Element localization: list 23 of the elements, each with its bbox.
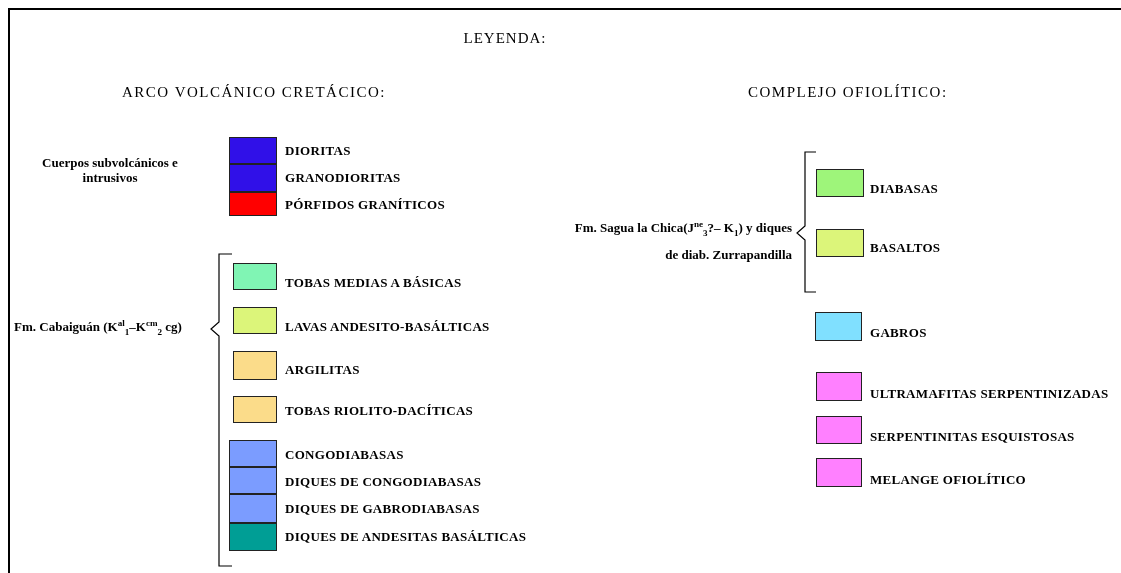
legend-label: ULTRAMAFITAS SERPENTINIZADAS bbox=[870, 386, 1109, 402]
legend-label: DIQUES DE CONGODIABASAS bbox=[285, 474, 482, 490]
legend-label: GABROS bbox=[870, 325, 927, 341]
legend-label: BASALTOS bbox=[870, 240, 941, 256]
legend-label: GRANODIORITAS bbox=[285, 170, 401, 186]
legend-label: CONGODIABASAS bbox=[285, 447, 404, 463]
legend-title: LEYENDA: bbox=[462, 30, 548, 47]
group-label: Cuerpos subvolcánicos e intrusivos bbox=[41, 155, 179, 185]
legend-label: PÓRFIDOS GRANÍTICOS bbox=[285, 197, 445, 213]
section-heading: COMPLEJO OFIOLÍTICO: bbox=[748, 84, 948, 101]
legend-label: LAVAS ANDESITO-BASÁLTICAS bbox=[285, 319, 490, 335]
legend-label: SERPENTINITAS ESQUISTOSAS bbox=[870, 429, 1075, 445]
section-heading: ARCO VOLCÁNICO CRETÁCICO: bbox=[122, 84, 386, 101]
legend-label: ARGILITAS bbox=[285, 362, 360, 378]
legend-label: DIABASAS bbox=[870, 181, 939, 197]
legend-label: TOBAS RIOLITO-DACÍTICAS bbox=[285, 403, 474, 419]
legend-label: MELANGE OFIOLÍTICO bbox=[870, 472, 1026, 488]
formation-label: Fm. Sagua la Chica(J$^{ne}$$_{3}$?– K$_{1}$) y diques de diab. Zurrapandilla bbox=[573, 218, 792, 264]
legend-label: DIQUES DE ANDESITAS BASÁLTICAS bbox=[285, 529, 527, 545]
legend-label: DIQUES DE GABRODIABASAS bbox=[285, 501, 480, 517]
formation-label: Fm. Cabaiguán (K$^{al}$$_{1}$–K$^{cm}$$_{2}$ cg) bbox=[14, 318, 182, 337]
legend-label: TOBAS MEDIAS A BÁSICAS bbox=[285, 275, 462, 291]
legend-label: DIORITAS bbox=[285, 143, 351, 159]
